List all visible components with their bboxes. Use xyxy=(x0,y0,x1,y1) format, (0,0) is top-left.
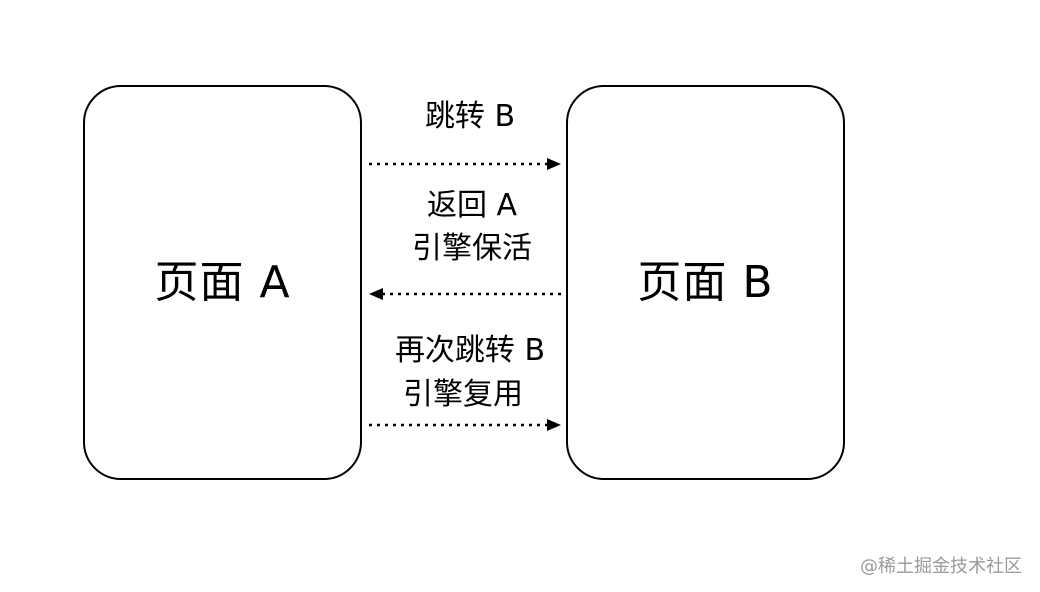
page-b-title: 页面 B xyxy=(637,256,774,308)
arrow-jump-b-head xyxy=(547,158,561,170)
watermark: @稀土掘金技术社区 xyxy=(860,556,1022,577)
page-a-title: 页面 A xyxy=(154,256,291,308)
page-a-box: 页面 A xyxy=(83,85,362,480)
label-return-a: 返回 A xyxy=(426,188,518,223)
page-b-box: 页面 B xyxy=(566,85,845,480)
label-jump-again-b: 再次跳转 B xyxy=(394,333,546,368)
arrow-jump-again-b-head xyxy=(547,419,561,431)
label-engine-keepalive: 引擎保活 xyxy=(412,231,532,266)
arrow-return-a-head xyxy=(369,288,383,300)
label-jump-b: 跳转 B xyxy=(424,99,516,134)
label-engine-reuse: 引擎复用 xyxy=(403,377,523,412)
